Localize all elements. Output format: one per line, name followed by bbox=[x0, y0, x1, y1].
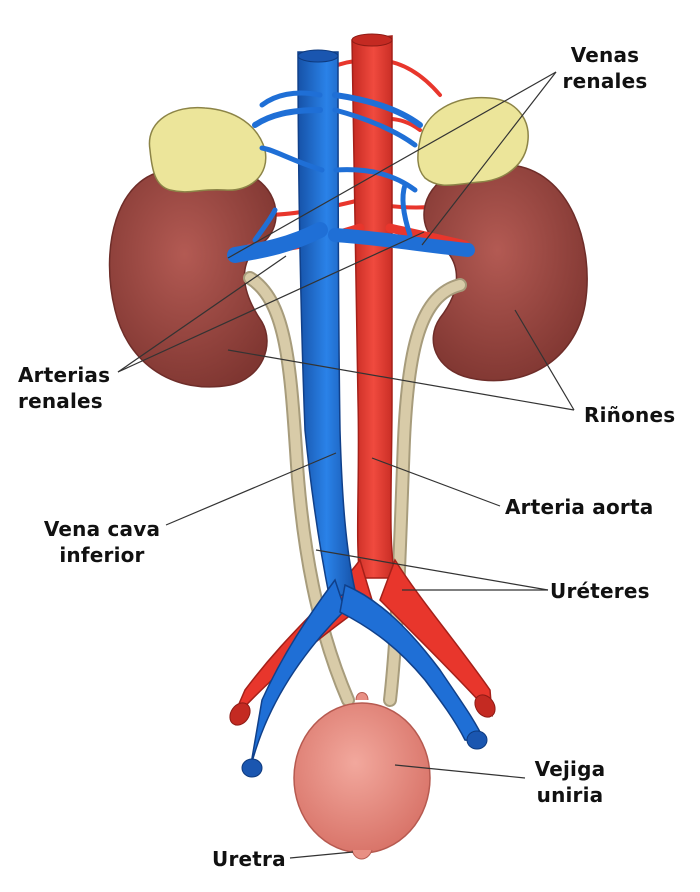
label-vejiga: Vejiga uniria bbox=[534, 757, 606, 807]
label-ureteres: Uréteres bbox=[550, 579, 650, 603]
label-uretra: Uretra bbox=[212, 847, 286, 871]
right-adrenal-gland bbox=[417, 96, 529, 186]
leader-lines bbox=[117, 71, 575, 859]
label-vena-cava-inferior: Vena cava inferior bbox=[43, 517, 161, 567]
left-adrenal-gland bbox=[148, 106, 267, 193]
renal-veins bbox=[227, 90, 475, 263]
urinary-bladder bbox=[293, 692, 431, 860]
label-rinones: Riñones bbox=[584, 403, 676, 427]
right-kidney bbox=[423, 163, 588, 382]
label-arterias-renales: Arterias renales bbox=[18, 363, 111, 413]
label-venas-renales: Venas renales bbox=[562, 43, 648, 93]
label-arteria-aorta: Arteria aorta bbox=[505, 495, 654, 519]
